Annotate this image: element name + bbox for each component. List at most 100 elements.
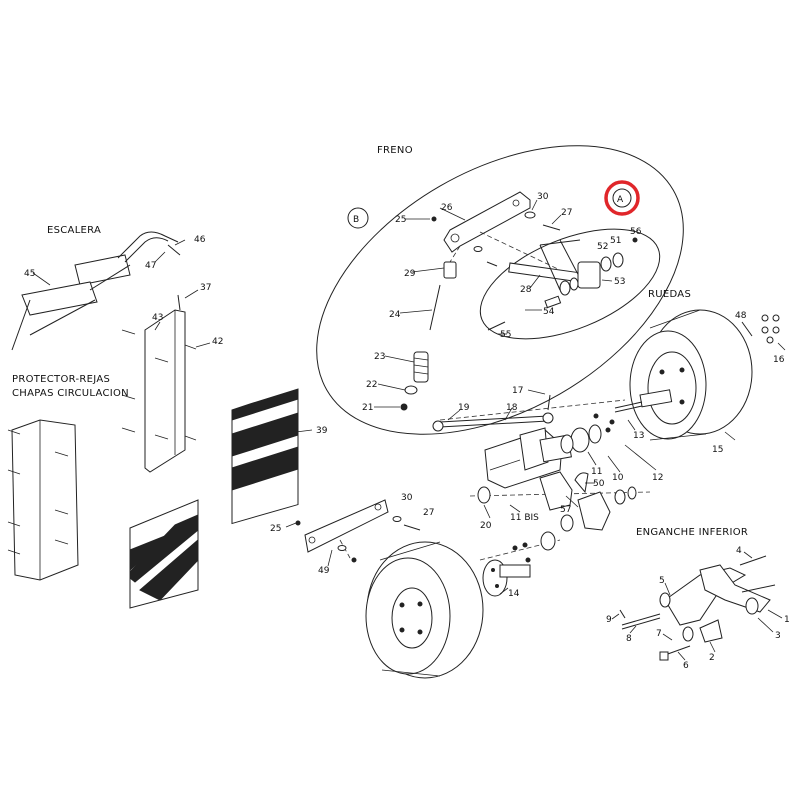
part-label-28: 28 [520,285,532,295]
section-title-escalera: ESCALERA [47,225,101,236]
leader-line [709,641,716,653]
spring-coil [413,364,429,368]
leader-line [327,549,333,567]
dash-line [449,245,461,263]
part-label-23: 23 [374,352,385,362]
leader-line [587,451,597,466]
hitch-bolt-3 [741,584,776,593]
pin-54 [544,295,562,309]
washer [600,256,612,272]
washer [627,486,637,500]
section-title-protector-line1: PROTECTOR-REJAS [12,374,110,385]
part-label-57: 57 [560,505,571,515]
part-label-7: 7 [656,629,662,639]
rod-end [432,420,444,432]
marker-a-highlight-ring [604,180,640,216]
part-label-25b: 25 [270,524,281,534]
marker-a-circle [612,188,632,208]
part-label-4: 4 [736,546,742,556]
clamp-50 [574,472,589,494]
brake-cylinder [577,261,601,289]
axle-upper [614,389,673,413]
washer [569,277,579,291]
part-label-8: 8 [626,634,632,644]
part-label-11: 11 [591,467,602,477]
screw-head-25b [295,520,301,526]
hitch-bolt-6 [664,645,691,656]
threaded-rod-24 [429,284,441,331]
license-plate-bracket [304,499,389,553]
ladder-handle [117,231,179,259]
wheel-upper-right [629,309,753,441]
chassis-group: 17 18 19 11 10 12 50 57 20 11 BIS 25 30 … [270,386,663,576]
hitch-bushing [682,626,694,642]
plate-hole [374,503,382,511]
leader-line [295,429,313,433]
washer [540,531,556,551]
section-title-enganche: ENGANCHE INFERIOR [636,527,748,538]
part-label-19: 19 [458,403,470,413]
hitch-bushing [745,597,759,615]
warning-plate-upper [231,388,299,525]
part-label-49: 49 [318,566,330,576]
part-label-39: 39 [316,426,328,436]
leader-line [551,214,562,225]
leader-line [527,389,546,395]
part-label-6: 6 [683,661,689,671]
washer-30b [392,516,402,522]
ladder-side-rail [29,299,96,336]
part-label-48: 48 [735,311,747,321]
part-label-52: 52 [597,242,608,252]
part-label-47: 47 [145,261,156,271]
part-label-21: 21 [362,403,373,413]
ladder-side-rail [11,299,31,351]
section-title-protector-line2: CHAPAS CIRCULACION [12,388,129,399]
part-label-46: 46 [194,235,206,245]
section-title-freno: FRENO [377,145,413,156]
leader-line [724,431,736,441]
part-label-3: 3 [775,631,781,641]
bracket-rod [539,239,581,246]
nut-22 [404,385,418,395]
leader-line [627,419,636,431]
marker-a-label: A [617,195,624,205]
part-label-1: 1 [784,615,790,625]
part-label-26: 26 [441,203,453,213]
control-rod [439,415,549,423]
part-label-18: 18 [506,403,518,413]
part-label-13: 13 [633,431,644,441]
part-label-22: 22 [366,380,377,390]
clevis-29 [443,261,457,279]
part-label-10: 10 [612,473,624,483]
part-label-5: 5 [659,576,665,586]
screw-55 [487,321,506,331]
wheel-nuts [761,314,780,344]
ladder-bracket [167,244,181,256]
hitch-bracket-2 [699,619,723,643]
leader-line [611,613,620,620]
hitch-bushing [659,592,671,608]
brake-plate [443,191,531,253]
part-label-45: 45 [24,269,35,279]
leader-line [483,504,491,519]
part-label-17: 17 [512,386,523,396]
leader-line [384,355,415,363]
leader-line [607,455,621,473]
part-label-12: 12 [652,473,663,483]
part-label-11bis: 11 BIS [510,513,539,523]
part-label-16: 16 [773,355,785,365]
part-label-51: 51 [610,236,621,246]
guard-plate-left [11,419,79,581]
leader-line [677,651,686,661]
screw [486,261,498,267]
washer [337,545,347,551]
escalera-group: ESCALERA 45 46 47 [11,225,206,351]
leader-line [509,504,521,513]
hub-lower [482,559,531,597]
part-label-27b: 27 [423,508,434,518]
guard-plate-middle [144,309,186,473]
leader-line [529,274,541,289]
washer [560,514,574,532]
leader-line [531,199,538,211]
